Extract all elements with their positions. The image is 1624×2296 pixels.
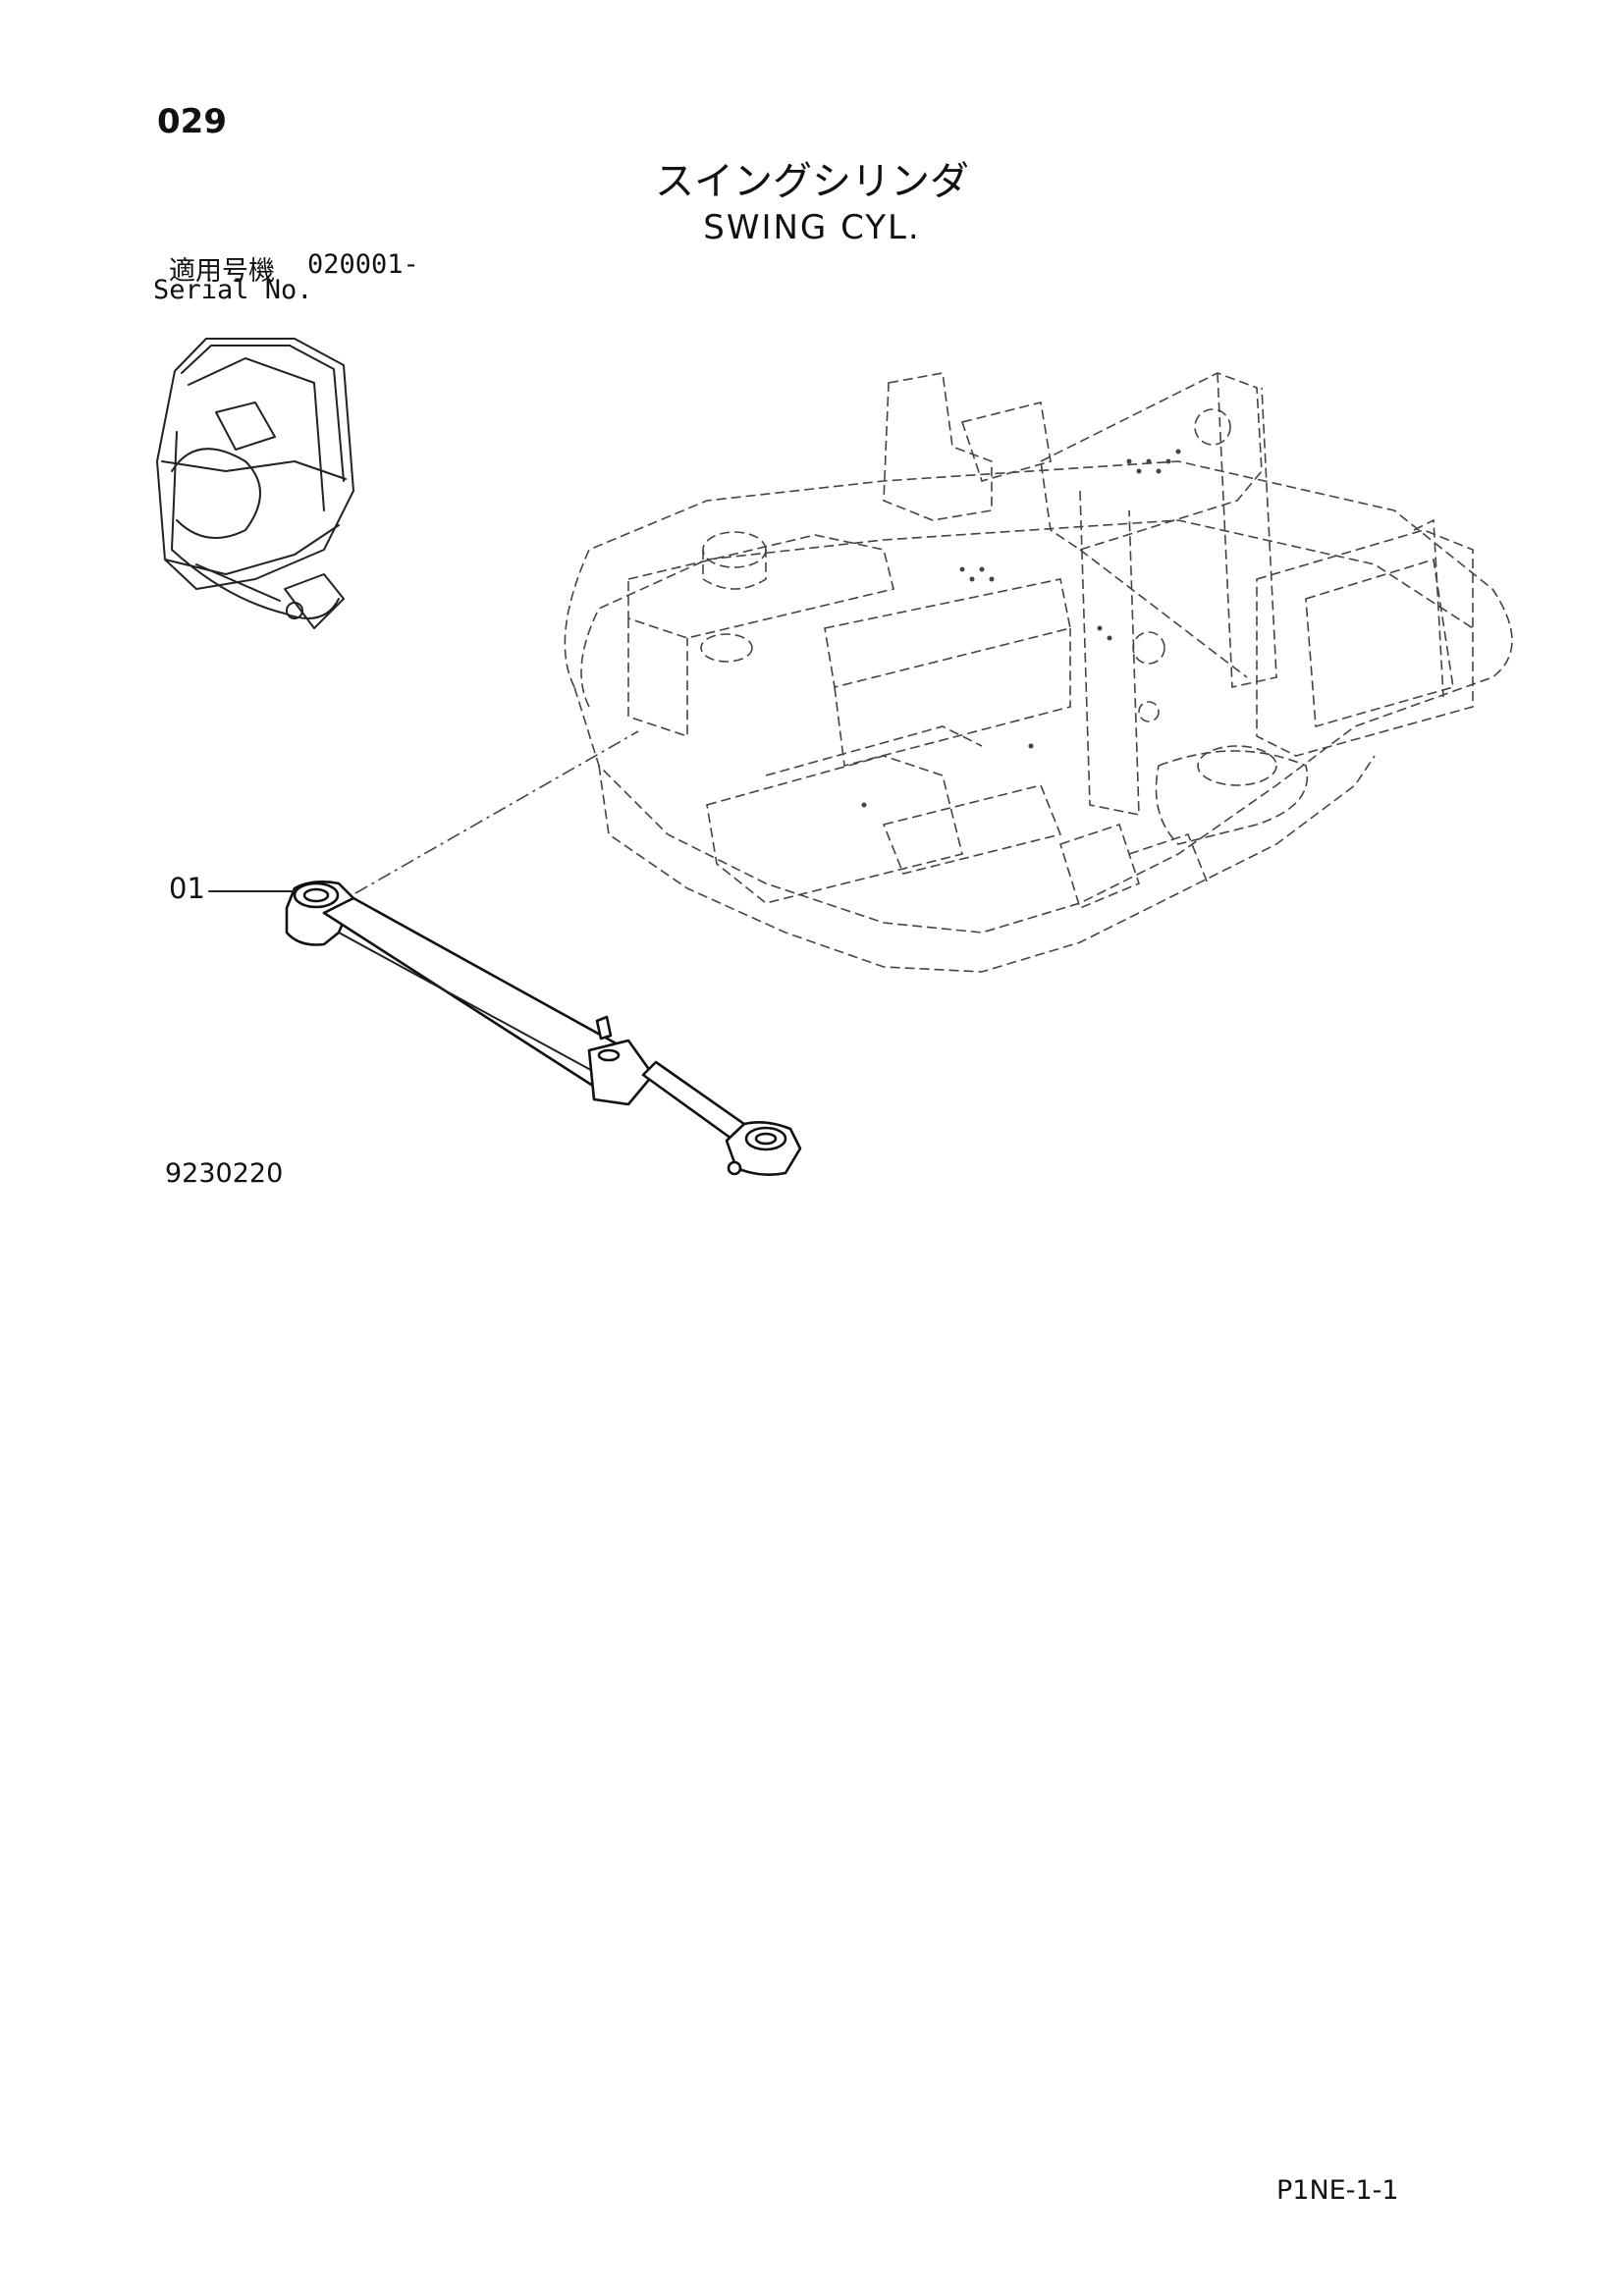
callout-label-01: 01	[169, 872, 205, 905]
serial-label-english: Serial No.	[153, 275, 313, 305]
serial-label-japanese: 適用号機	[169, 256, 275, 287]
installation-leader-line	[354, 730, 639, 894]
title-english: SWING CYL.	[703, 208, 921, 247]
excavator-locator-illustration	[156, 338, 354, 629]
upperstructure-frame	[564, 372, 1513, 973]
drawing-code: 9230220	[165, 1158, 284, 1189]
title-japanese: スイングシリンダ	[655, 159, 969, 204]
swing-cylinder-part	[285, 881, 802, 1176]
page-number: 029	[157, 102, 227, 141]
sheet-code: P1NE-1-1	[1276, 2175, 1399, 2206]
serial-number: 020001-	[307, 249, 419, 280]
